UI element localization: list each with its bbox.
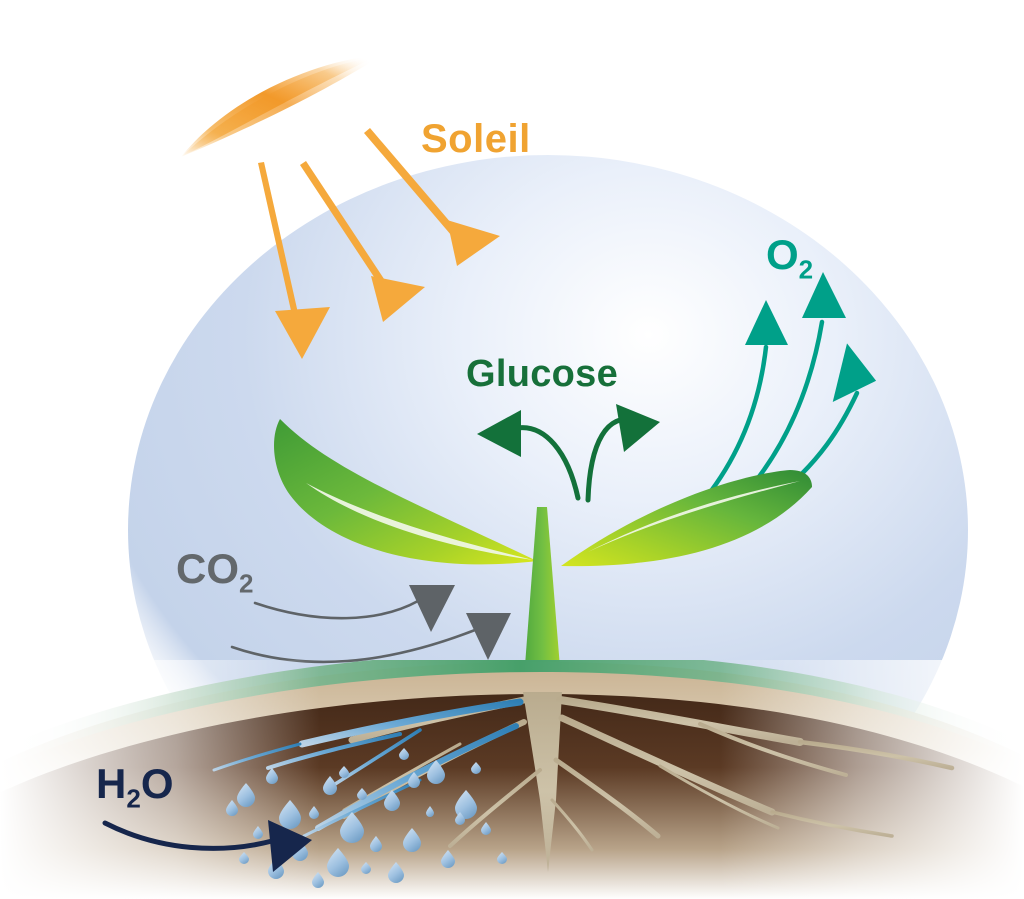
glucose-arrow-heads bbox=[477, 404, 660, 457]
label-oxygen-main: O bbox=[766, 231, 799, 278]
label-h2o-main: H bbox=[96, 760, 127, 807]
oxygen-arrow-heads bbox=[745, 272, 877, 402]
roots bbox=[212, 692, 955, 872]
label-carbon-dioxide: CO2 bbox=[176, 545, 253, 599]
root-branches-right bbox=[550, 696, 955, 852]
label-co2-main: CO bbox=[176, 545, 239, 592]
label-h2o-oxygen: O bbox=[140, 760, 174, 807]
glucose-arrow-left bbox=[514, 425, 581, 501]
sun-ray-arrow-1 bbox=[258, 162, 330, 359]
plant-stem bbox=[523, 507, 562, 692]
taproot bbox=[523, 692, 562, 872]
label-glucose: Glucose bbox=[466, 353, 619, 395]
co2-arrows bbox=[230, 599, 477, 664]
co2-arrow-heads bbox=[409, 585, 511, 660]
co2-arrow-2 bbox=[230, 628, 477, 664]
label-co2-subscript: 2 bbox=[239, 568, 254, 599]
water-arrow-head bbox=[268, 820, 312, 872]
label-water: H2O bbox=[96, 760, 174, 814]
water-arrow bbox=[102, 820, 312, 872]
ground-fade-right bbox=[720, 660, 1024, 899]
leaf-left bbox=[274, 419, 537, 565]
label-soleil: Soleil bbox=[421, 117, 531, 161]
label-oxygen: O2 bbox=[766, 231, 813, 285]
sun-ray-arrow-3 bbox=[364, 128, 500, 266]
label-oxygen-subscript: 2 bbox=[798, 254, 814, 285]
label-h2o-subscript: 2 bbox=[126, 783, 141, 814]
plant-leaves bbox=[274, 419, 812, 692]
sun-shape bbox=[181, 55, 381, 157]
co2-arrow-1 bbox=[253, 599, 420, 620]
sun-ray-arrow-2 bbox=[300, 161, 425, 322]
oxygen-arrow-1 bbox=[697, 344, 769, 508]
sun-ray-arrows bbox=[258, 128, 500, 359]
water-droplets bbox=[226, 748, 507, 888]
